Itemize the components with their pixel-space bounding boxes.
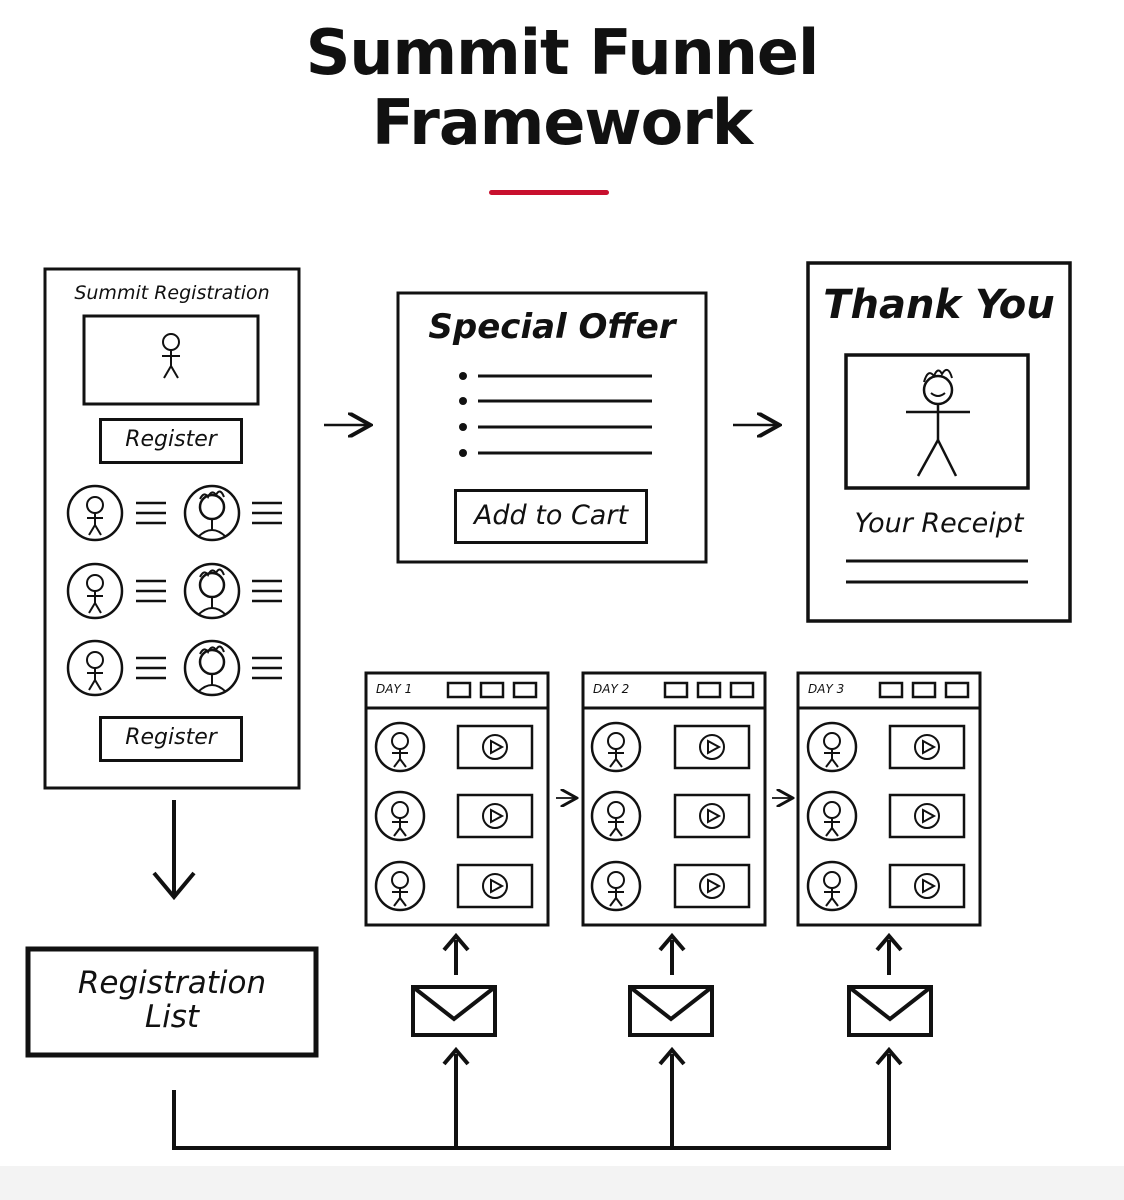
play-icon <box>888 724 966 770</box>
day-3-label: DAY 3 <box>808 682 845 696</box>
registration-list-label: Registration List <box>28 966 316 1034</box>
speaker-avatar-icon <box>183 562 241 620</box>
title-line-2: Framework <box>371 86 753 159</box>
play-icon <box>456 793 534 839</box>
speaker-avatar-icon <box>66 639 124 697</box>
thank-you-title: Thank You <box>823 282 1055 328</box>
title-underline <box>489 190 609 195</box>
email-icon <box>847 985 933 1037</box>
day-page-1 <box>364 671 550 927</box>
registration-list-line-1: Registration <box>77 965 267 1001</box>
registration-list-line-2: List <box>144 999 200 1035</box>
page-title: Summit Funnel Framework <box>0 18 1124 158</box>
speaker-avatar-icon <box>183 484 241 542</box>
register-button-top[interactable]: Register <box>99 418 243 464</box>
day-2-label: DAY 2 <box>593 682 630 696</box>
speaker-avatar-icon <box>183 639 241 697</box>
play-icon <box>673 863 751 909</box>
speaker-avatar-icon <box>66 562 124 620</box>
registration-page-title: Summit Registration <box>74 282 270 304</box>
play-icon <box>673 724 751 770</box>
play-icon <box>456 863 534 909</box>
registration-list-box <box>25 946 319 1058</box>
offer-page-title: Special Offer <box>428 307 676 347</box>
email-icon <box>411 985 497 1037</box>
bottom-fade <box>0 1166 1124 1200</box>
day-page-2 <box>581 671 767 927</box>
day-page-3 <box>796 671 982 927</box>
email-flow <box>172 932 933 1150</box>
register-button-bottom[interactable]: Register <box>99 716 243 762</box>
your-receipt-label: Your Receipt <box>854 508 1024 539</box>
add-to-cart-button[interactable]: Add to Cart <box>454 489 648 544</box>
play-icon <box>456 724 534 770</box>
speaker-avatar-icon <box>66 484 124 542</box>
play-icon <box>888 793 966 839</box>
play-icon <box>673 793 751 839</box>
play-icon <box>888 863 966 909</box>
waving-stick-figure-icon <box>906 368 970 477</box>
offer-bullets <box>459 372 652 457</box>
email-icon <box>628 985 714 1037</box>
title-line-1: Summit Funnel <box>305 16 819 89</box>
day-1-label: DAY 1 <box>376 682 413 696</box>
